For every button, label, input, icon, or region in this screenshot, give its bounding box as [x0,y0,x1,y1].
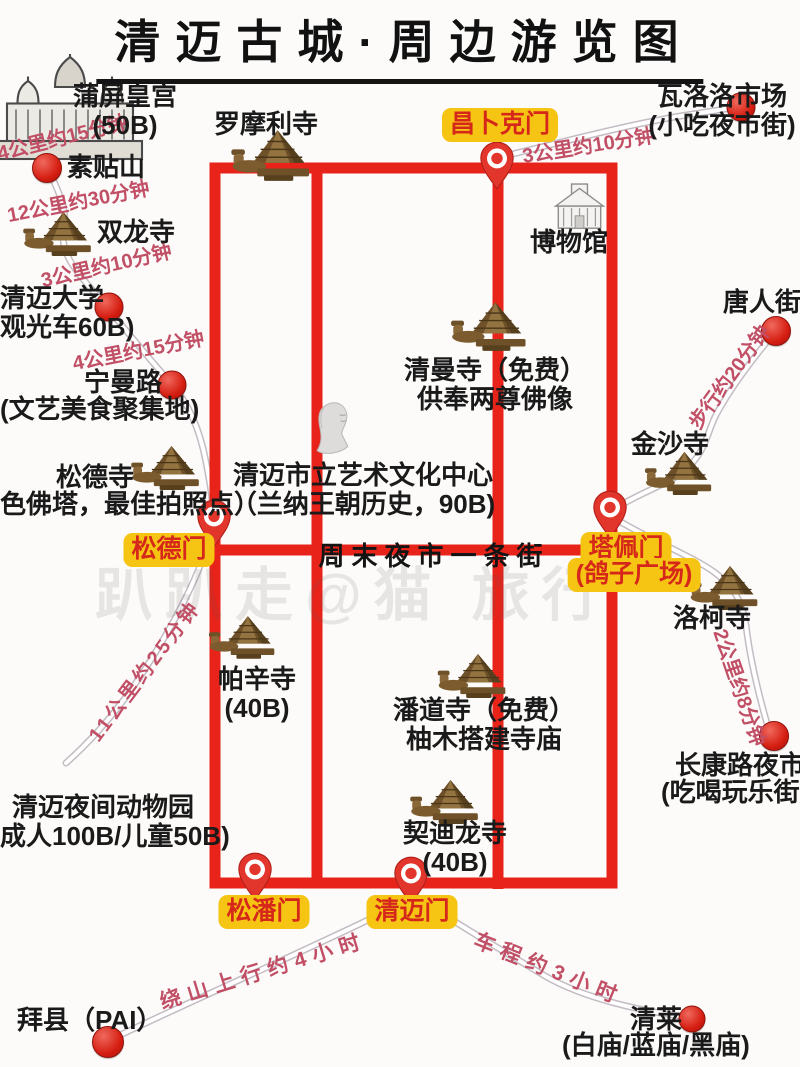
poi-chiang-man-temple: 清曼寺（免费） 供奉两尊佛像 [403,355,587,415]
gate-suan-prung: 松潘门 [218,895,310,929]
location-dot [32,153,62,183]
poi-puping-palace: 蒲屏皇宫 (50B) [72,81,178,141]
temple-icon [130,444,205,491]
poi-nimman-sub: (文艺美食聚集地) [0,394,200,424]
weekend-night-market-street-label: 周末夜市一条街 [318,541,550,571]
poi-doi-suthep: 素贴山 [67,152,146,182]
page-title: 清迈古城·周边游览图 [96,6,704,84]
museum-icon [553,182,606,232]
poi-phra-singh-temple: 帕辛寺 (40B) [217,664,297,724]
poi-chiangrai-sub: (白庙/蓝庙/黑庙) [562,1030,750,1060]
poi-museum: 博物馆 [530,227,609,257]
poi-art-culture-center: 清迈市立艺术文化中心 （兰纳王朝历史，90B) [230,460,496,520]
poi-changklan-night-market: 长康路夜市 [675,750,800,780]
location-dot [94,292,124,322]
location-dot [678,1005,706,1033]
temple-icon [208,614,280,660]
poi-changklan-sub: (吃喝玩乐街 [661,777,800,807]
poi-songde-temple: 松德寺 [56,462,135,492]
temple-icon [450,298,532,354]
gate-suan-dok: 松德门 [123,533,215,567]
poi-pai: 拜县（PAI） [17,1005,163,1035]
poi-lok-moli-temple: 洛柯寺 [673,603,752,633]
poi-jinsha-temple: 金沙寺 [631,429,710,459]
gate-chiangmai: 清迈门 [366,895,458,929]
poi-shuanglong-temple: 双龙寺 [97,217,176,247]
poi-phan-tao-temple: 潘道寺（免费） 柚木搭建寺庙 [392,695,576,755]
location-dot [157,370,187,400]
poi-chiangmai-university: 清迈大学 观光车60B) [0,283,135,343]
gate-pin-icon [478,141,516,191]
location-dot [92,1026,124,1058]
location-dot [759,721,789,751]
poi-night-zoo-sub: 成人100B/儿童50B) [0,821,230,851]
location-dot [761,316,791,346]
poi-lamoli-temple: 罗摩利寺 [214,109,319,139]
temple-icon [436,652,512,699]
watermark-text: 趴趴走@猫 旅行 [95,563,612,628]
poi-warorot-market: 瓦洛洛市场 (小吃夜市街) [648,81,796,141]
poi-chinatown: 唐人街 [723,287,800,317]
location-dot [726,92,756,122]
poi-chiangrai: 清莱 [630,1004,683,1034]
gate-changpuak: 昌卜克门 [441,108,559,142]
poi-chedi-luang-temple: 契迪龙寺 (40B) [402,818,508,878]
poi-songde-temple-sub: 色佛塔，最佳拍照点） [0,489,261,519]
poi-nimman-road: 宁曼路 [84,367,163,397]
gate-tha-phae-sub: (鸽子广场) [567,558,701,592]
statue-head-icon [312,400,355,456]
poi-night-zoo: 清迈夜间动物园 [12,792,195,822]
